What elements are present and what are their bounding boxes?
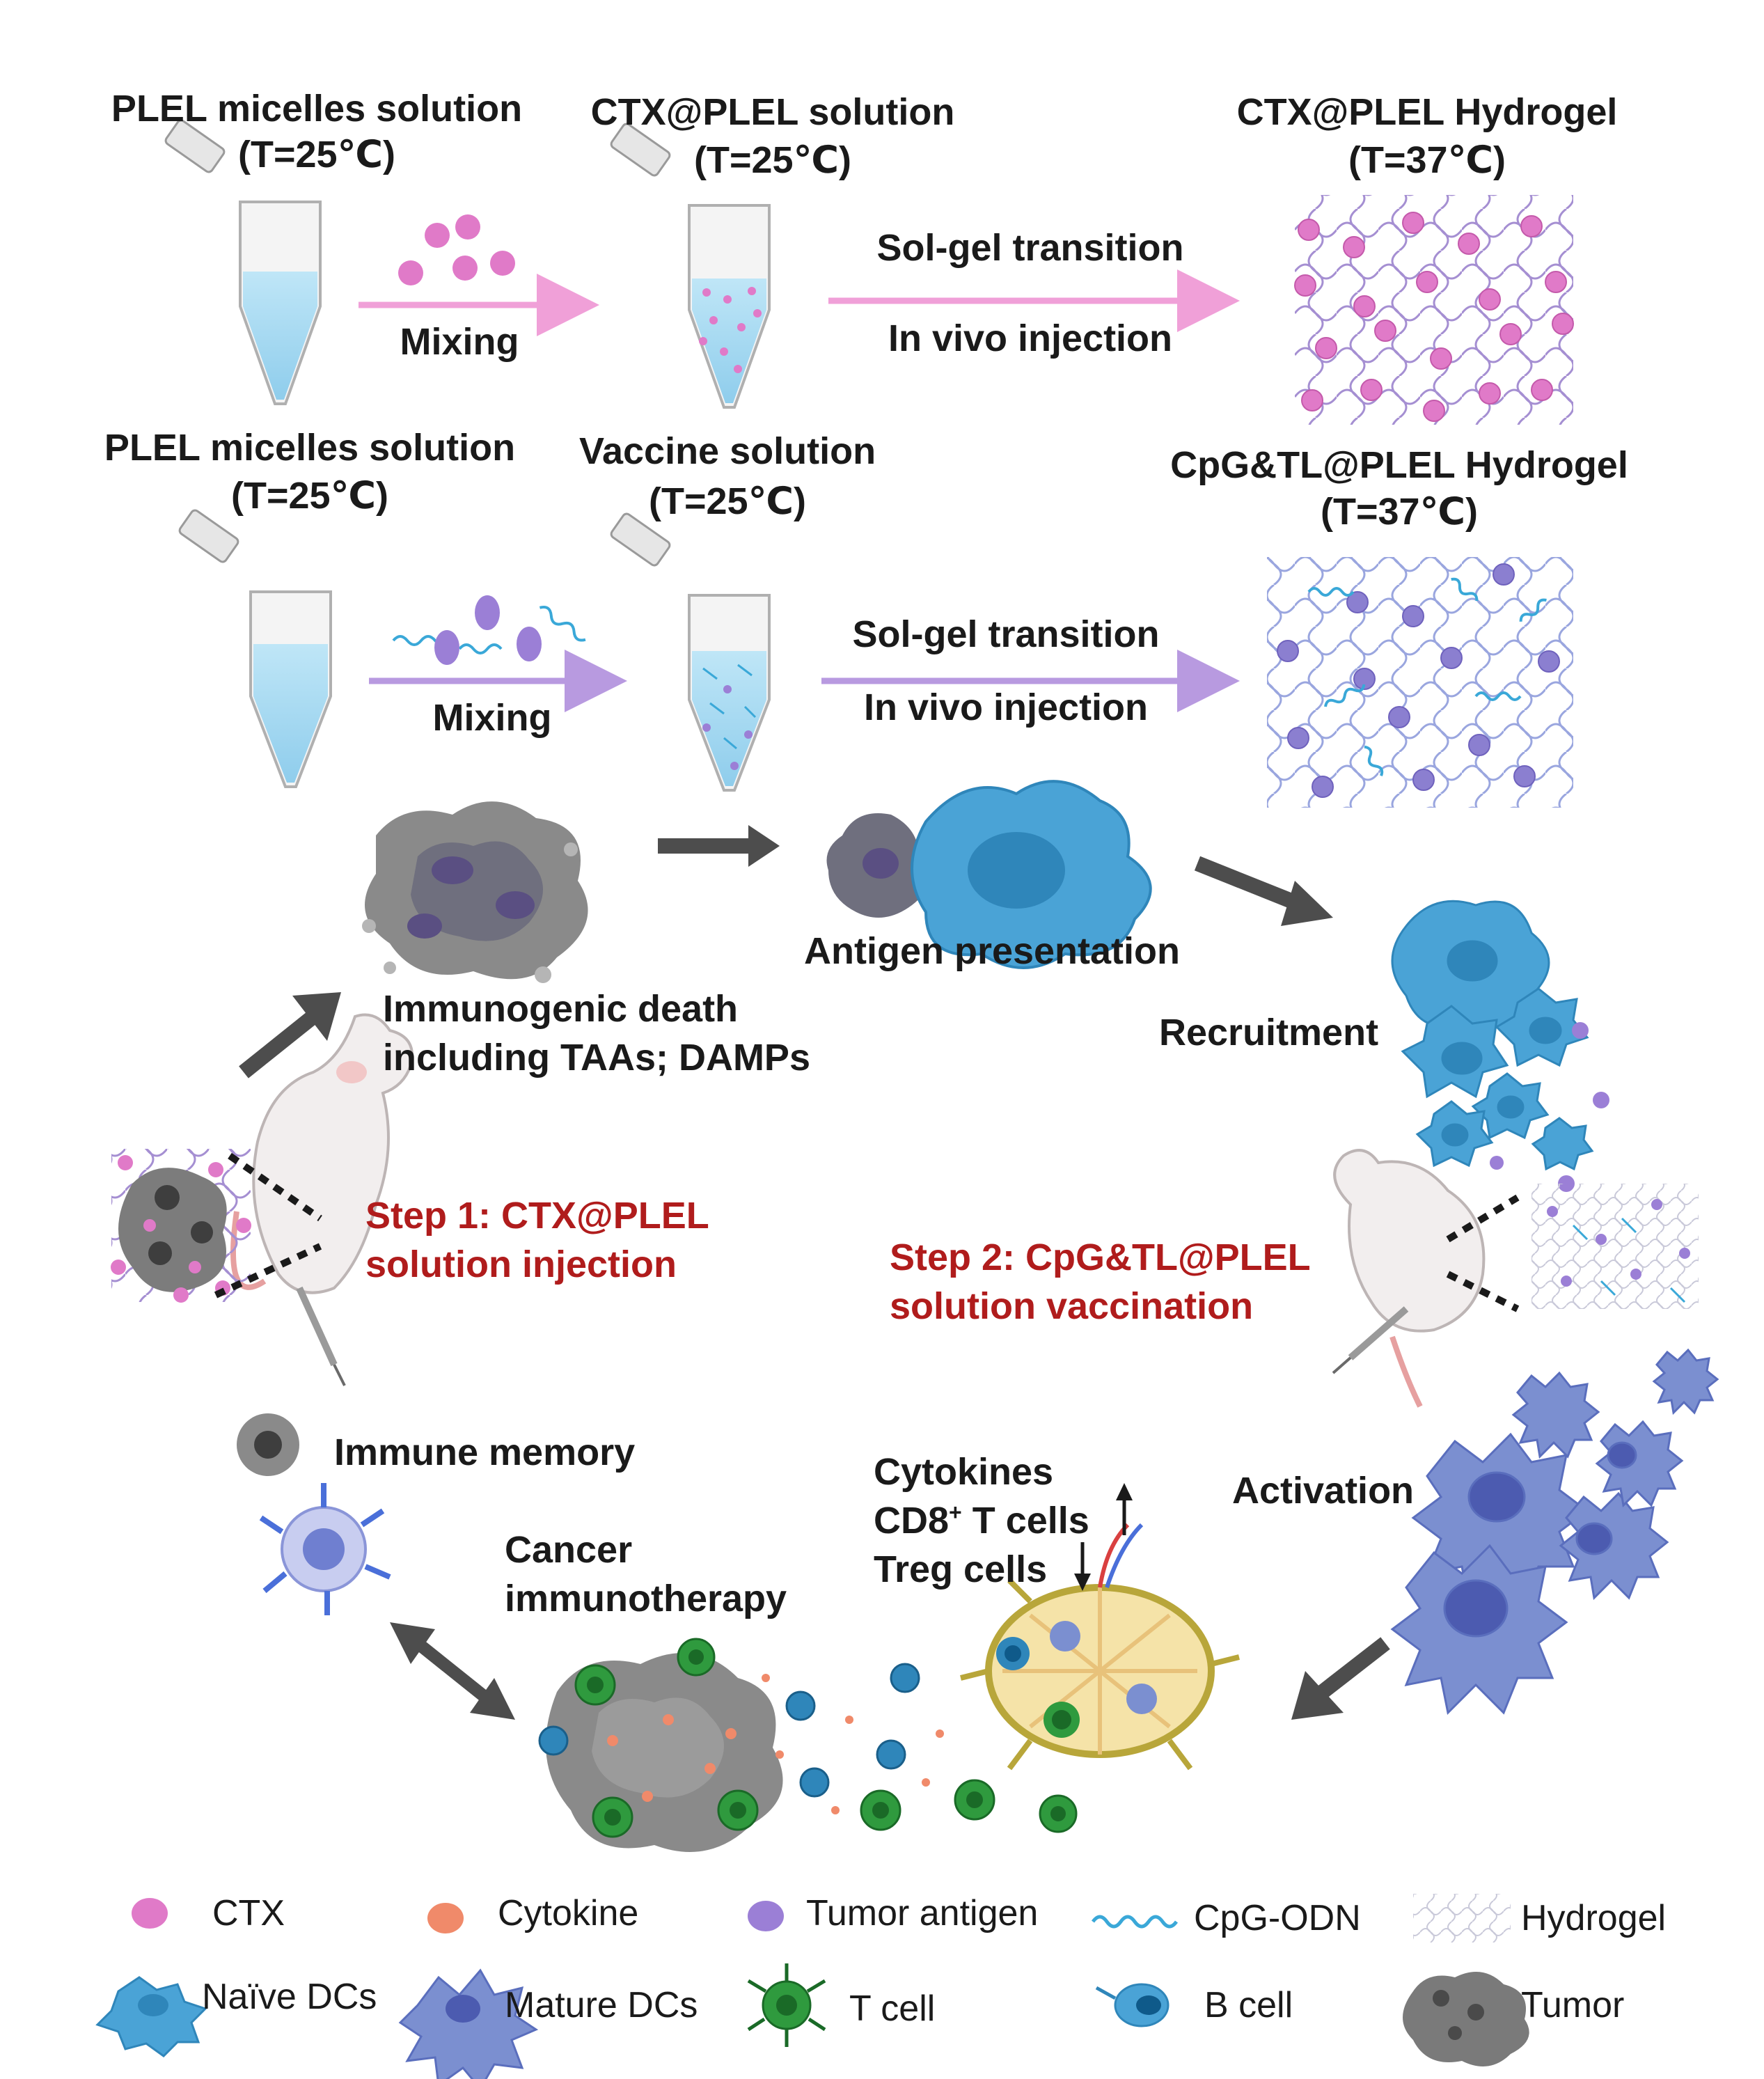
arrow-to-death-head (292, 992, 341, 1041)
tube-plel-row1 (164, 119, 322, 405)
row2-tube1-temp: (T=25℃) (231, 475, 388, 517)
row2-tube2-title: Vaccine solution (578, 430, 876, 472)
legend-cytokine-label: Cytokine (498, 1893, 639, 1933)
immune-memory-label: Immune memory (334, 1431, 636, 1473)
immune-memory-cells (237, 1413, 391, 1615)
row2-tube2-temp: (T=25℃) (649, 480, 806, 522)
mature-dc-cluster (1390, 1348, 1719, 1716)
lymph-node (960, 1523, 1240, 1771)
legend-cpg-icon (1091, 1915, 1179, 1929)
death-label-line2: including TAAs; DAMPs (383, 1037, 810, 1078)
row2-transition-label: Sol-gel transition (852, 613, 1160, 655)
legend-hydrogel-icon (1413, 1894, 1511, 1943)
arrow-to-lymph-node (1318, 1637, 1390, 1698)
row1-gel-title: CTX@PLEL Hydrogel (1236, 91, 1618, 133)
vaccine-gel-inset (1531, 1184, 1699, 1309)
tube-ctx-plel-row1 (610, 123, 771, 409)
legend-ctx-label: CTX (212, 1893, 285, 1933)
legend-t-cell-icon (747, 1963, 826, 2047)
row1-transition-label: Sol-gel transition (876, 227, 1184, 269)
row2-injection-label: In vivo injection (863, 687, 1149, 728)
row2-mixing-label: Mixing (432, 697, 552, 739)
legend-b-cell-label: B cell (1204, 1985, 1293, 2025)
cd8-t-cells-label: CD8+ T cells (874, 1500, 1089, 1541)
legend-hydrogel-label: Hydrogel (1521, 1898, 1667, 1938)
step2-label-line2: solution vaccination (890, 1285, 1254, 1327)
arrow-to-death (239, 1010, 318, 1078)
row2-gel-title: CpG&TL@PLEL Hydrogel (1170, 444, 1628, 486)
row1-tube2-title: CTX@PLEL solution (590, 91, 955, 133)
legend-mature-dc-icon (398, 1968, 539, 2079)
legend-tumor-antigen-label: Tumor antigen (806, 1893, 1039, 1933)
step1-label-line2: solution injection (365, 1244, 677, 1285)
legend-naive-dc-icon (95, 1976, 207, 2057)
naive-dc-cluster (1391, 900, 1594, 1171)
ctx-hydrogel (1294, 195, 1574, 425)
memory-therapy-double-arrow (390, 1622, 515, 1720)
zoom-lines-step2 (1446, 1194, 1520, 1312)
tube-plel-row2 (178, 509, 332, 788)
row1-gel-temp: (T=37℃) (1348, 139, 1506, 181)
row1-injection-label: In vivo injection (888, 317, 1173, 359)
tube-vaccine-row2 (610, 512, 771, 792)
t-cells-and-b-cells (538, 1638, 1078, 1838)
step2-label-line1: Step 2: CpG&TL@PLEL (890, 1237, 1311, 1278)
ctx-gel-tumor (111, 1149, 251, 1303)
legend-ctx-icon (132, 1898, 168, 1929)
legend-cytokine-icon (427, 1903, 464, 1933)
row1-tube2-temp: (T=25℃) (694, 139, 851, 181)
cd8-up-arrow (1116, 1483, 1133, 1535)
legend-tumor-icon (1403, 1972, 1529, 2066)
cancer-therapy-line2: immunotherapy (505, 1578, 787, 1619)
row2-tube1-title: PLEL micelles solution (104, 427, 516, 469)
legend-naive-dcs-label: Naïve DCs (202, 1977, 377, 2017)
activation-label: Activation (1232, 1470, 1415, 1512)
legend-mature-dcs-label: Mature DCs (505, 1985, 698, 2025)
ctx-particles-row1 (398, 214, 515, 285)
arrow-to-recruitment-head (1281, 881, 1333, 926)
arrow-to-presentation-head (748, 825, 780, 867)
zoom-lines-step1 (214, 1152, 322, 1299)
legend-tumor-label: Tumor (1521, 1985, 1625, 2025)
mouse-step1 (230, 1013, 414, 1386)
step1-label-line1: Step 1: CTX@PLEL (365, 1195, 709, 1237)
mouse-step2 (1332, 1149, 1486, 1408)
recruitment-label: Recruitment (1159, 1012, 1379, 1053)
cpg-tl-hydrogel (1267, 557, 1573, 808)
antigen-presenting-dc (826, 780, 1152, 969)
dying-tumor-cells (362, 801, 588, 983)
row1-tube1-title: PLEL micelles solution (111, 88, 523, 130)
row1-mixing-label: Mixing (400, 321, 519, 363)
treg-down-arrow (1074, 1542, 1091, 1591)
row2-gel-temp: (T=37℃) (1321, 491, 1478, 533)
death-label-line1: Immunogenic death (383, 988, 739, 1030)
legend-t-cell-label: T cell (849, 1988, 936, 2029)
legend-tumor-antigen-icon (748, 1901, 784, 1931)
cancer-therapy-line1: Cancer (505, 1529, 633, 1571)
legend-cpg-label: CpG-ODN (1194, 1898, 1361, 1938)
row1-tube1-temp: (T=25℃) (238, 134, 395, 175)
vaccine-particles-row2 (392, 595, 586, 665)
legend-b-cell-icon (1095, 1983, 1170, 2027)
arrow-to-recruitment (1194, 856, 1305, 913)
arrow-to-lymph-node-head (1291, 1671, 1344, 1720)
cytokines-label: Cytokines (874, 1451, 1054, 1493)
treg-cells-label: Treg cells (874, 1548, 1048, 1590)
antigen-presentation-label: Antigen presentation (803, 930, 1181, 972)
